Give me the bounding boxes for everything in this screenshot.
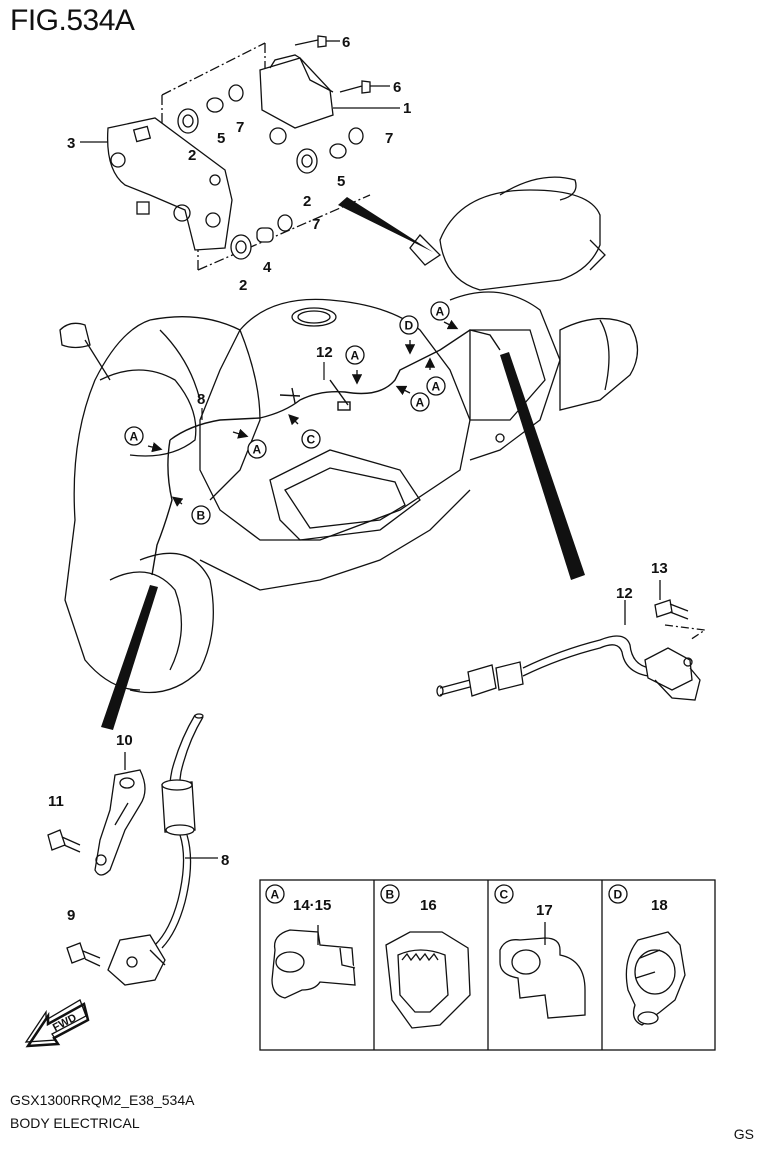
panel-badge: B — [386, 888, 395, 902]
route-badge-d: D — [405, 319, 414, 333]
callout-4: 4 — [263, 259, 272, 276]
route-arrows — [147, 319, 459, 507]
group-name: BODY ELECTRICAL — [10, 1115, 140, 1131]
route-badge-b: B — [197, 509, 206, 523]
clamp-panel-b: B 16 — [380, 884, 471, 1029]
callout-7: 7 — [312, 216, 320, 233]
clamp-panels: A 14·15 B 16 — [259, 879, 716, 1051]
callout-2: 2 — [239, 277, 247, 294]
clamp-14-15-drawing — [271, 925, 356, 999]
clamp-18-drawing — [625, 931, 686, 1026]
callout-12: 12 — [316, 344, 333, 361]
panel-badge: D — [614, 888, 623, 902]
route-badge-a: A — [130, 430, 139, 444]
panel-badge: A — [271, 888, 280, 902]
clamp-panel-a: A 14·15 — [265, 884, 356, 999]
motorcycle-outline — [59, 176, 639, 694]
sensor-harness-detail — [436, 580, 707, 701]
panel-part-numbers: 16 — [420, 897, 437, 914]
pointer-wedge-top — [338, 197, 433, 252]
front-harness-detail — [47, 713, 218, 986]
pointer-wedge-left — [101, 585, 158, 730]
panel-part-numbers: 14·15 — [293, 897, 331, 914]
route-badge-a: A — [416, 396, 425, 410]
model-code: GSX1300RRQM2_E38_534A — [10, 1092, 195, 1108]
bracket-assembly — [80, 35, 400, 271]
bracket-plate — [106, 117, 233, 251]
callout-5: 5 — [337, 173, 345, 190]
panel-part-numbers: 18 — [651, 897, 668, 914]
panel-badge: C — [500, 888, 509, 902]
callout-8: 8 — [221, 852, 229, 869]
callout-6: 6 — [342, 34, 350, 51]
callout-6: 6 — [393, 79, 401, 96]
callout-7: 7 — [385, 130, 393, 147]
clamp-panel-c: C 17 — [494, 884, 586, 1019]
callout-7: 7 — [236, 119, 244, 136]
figure-title: FIG.534A — [10, 4, 135, 37]
route-badge-a: A — [351, 349, 360, 363]
fwd-arrow: FWD — [24, 999, 90, 1048]
route-badge-a: A — [432, 380, 441, 394]
region-mark: GS — [733, 1126, 754, 1142]
callout-11: 11 — [48, 793, 64, 810]
panel-part-numbers: 17 — [536, 902, 553, 919]
callout-13: 13 — [651, 560, 668, 577]
callout-2: 2 — [303, 193, 311, 210]
callout-3: 3 — [67, 135, 75, 152]
callout-10: 10 — [116, 732, 133, 749]
route-badge-a: A — [253, 443, 262, 457]
clamp-panel-d: D 18 — [608, 884, 686, 1026]
clamp-16-drawing — [385, 931, 471, 1029]
route-badge-c: C — [307, 433, 316, 447]
callout-1: 1 — [403, 100, 411, 117]
callout-12: 12 — [616, 585, 633, 602]
callout-2: 2 — [188, 147, 196, 164]
pointer-wedge-right — [500, 352, 585, 580]
clamp-17-drawing — [499, 922, 586, 1019]
callout-5: 5 — [217, 130, 225, 147]
sensor-unit — [259, 57, 334, 129]
callout-9: 9 — [67, 907, 75, 924]
route-badges: A A B C A D A A A — [124, 301, 450, 525]
route-badge-a: A — [436, 305, 445, 319]
callout-8: 8 — [197, 391, 205, 408]
